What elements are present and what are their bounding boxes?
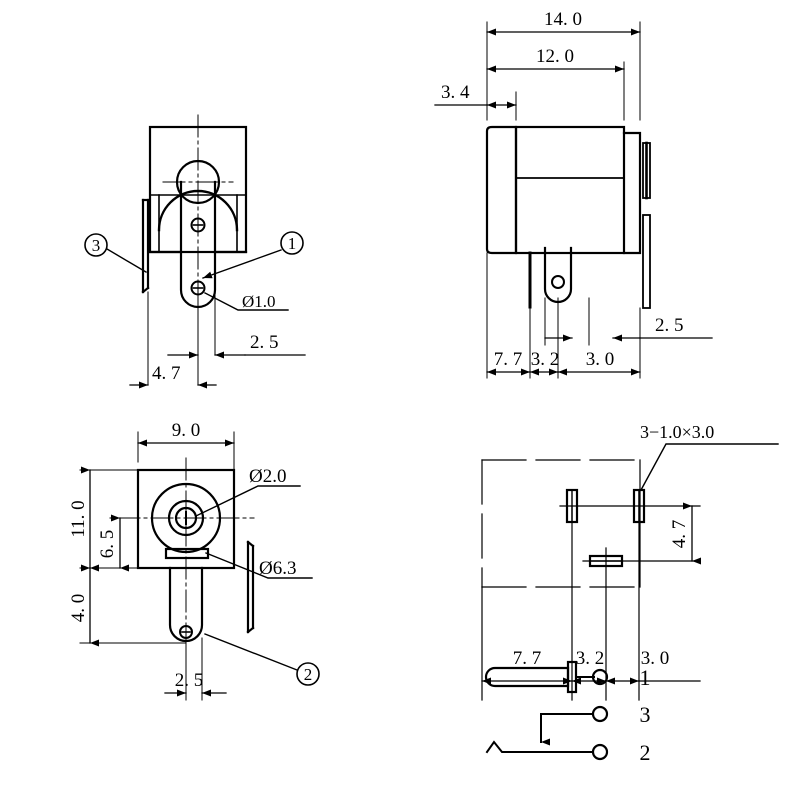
- pad-note-label: 3−1.0×3.0: [640, 422, 714, 442]
- side-pin-hole: [551, 275, 565, 289]
- pad-gap-a-label: 3. 2: [576, 648, 605, 669]
- pin-gap-b-label: 3. 0: [586, 349, 615, 370]
- pin-offset-from-edge-label: 4. 7: [152, 363, 181, 384]
- terminal-callout-3-label: 3: [92, 236, 101, 255]
- side-blade-lower: [642, 214, 651, 309]
- schematic-view: 1 3 2: [484, 660, 651, 765]
- rear-tab-outline: [168, 566, 204, 643]
- schematic-terminal-2-node: [591, 743, 609, 761]
- hole-dia-leader: [204, 292, 289, 311]
- flange-thickness-label: 3. 4: [441, 82, 470, 103]
- schematic-terminal-2-label: 2: [640, 740, 651, 765]
- rear-key-slot: [164, 547, 210, 560]
- pin-spacing-horizontal-label: 2. 5: [250, 332, 279, 353]
- side-front-flange: [485, 125, 518, 255]
- pad-vertical-spacing-label: 4. 7: [669, 520, 690, 549]
- pcb-footprint-view: 4. 7 3−1.0×3.0 7. 7 3. 2 3. 0: [481, 422, 779, 701]
- rear-right-flange-caps: [246, 540, 255, 634]
- front-view: 3 1 Ø1.0 2. 5 4. 7: [84, 114, 306, 389]
- schematic-plug-barrel: [484, 666, 570, 688]
- schematic-terminal-1-label: 1: [640, 665, 651, 690]
- overall-height-label: 11. 0: [68, 500, 89, 537]
- terminal-callout-2-label: 2: [304, 665, 313, 684]
- pad-note-leader: [640, 443, 779, 491]
- schematic-terminal-1-node: [591, 668, 609, 686]
- front-left-flange-bottom: [141, 286, 150, 294]
- pin-length-label: 2. 5: [655, 315, 684, 336]
- pin-gap-a-label: 3. 2: [531, 349, 560, 370]
- terminal-callout-1-bubble: [280, 231, 304, 255]
- body-length-label: 12. 0: [536, 46, 574, 67]
- center-height-label: 6. 5: [97, 530, 118, 559]
- terminal-callout-3-bubble: [84, 233, 108, 257]
- front-left-flange: [141, 198, 150, 294]
- schematic-terminal-3-label: 3: [640, 702, 651, 727]
- terminal-callout-1-label: 1: [288, 234, 297, 253]
- rear-dia63-leader: [205, 552, 313, 579]
- rear-dia20-leader: [195, 485, 301, 517]
- side-body-outline: [514, 125, 626, 255]
- terminal-callout-2-leader: [204, 633, 298, 671]
- pad-offset-left-label: 7. 7: [513, 648, 542, 669]
- overall-length-label: 14. 0: [544, 9, 582, 30]
- tab-height-label: 4. 0: [68, 594, 89, 623]
- terminal-callout-3-leader: [106, 248, 147, 273]
- rear-tab-hole: [179, 625, 193, 639]
- tab-hole-spacing-label: 2. 5: [175, 670, 204, 691]
- side-rear-block: [622, 131, 642, 255]
- barrel-bore-diameter-label: Ø6.3: [259, 558, 296, 579]
- center-pin-diameter-label: Ø2.0: [249, 466, 286, 487]
- rear-view: 9. 0 11. 0 6. 5 4. 0 Ø2.0 Ø6.3 2 2. 5: [68, 420, 320, 701]
- pin1-offset-label: 7. 7: [494, 349, 523, 370]
- schematic-terminal-3-node: [591, 705, 609, 723]
- schematic-lead-2: [485, 740, 594, 754]
- terminal-callout-2-bubble: [296, 662, 320, 686]
- terminal-callout-1-leader: [202, 249, 282, 279]
- rear-right-flange: [246, 540, 255, 634]
- pad-gap-b-label: 3. 0: [641, 648, 670, 669]
- pin-hole-diameter-label: Ø1.0: [242, 292, 276, 311]
- body-width-label: 9. 0: [172, 420, 201, 441]
- side-view: 14. 0 12. 0 3. 4 2. 5 7. 7 3. 2 3. 0: [434, 9, 713, 379]
